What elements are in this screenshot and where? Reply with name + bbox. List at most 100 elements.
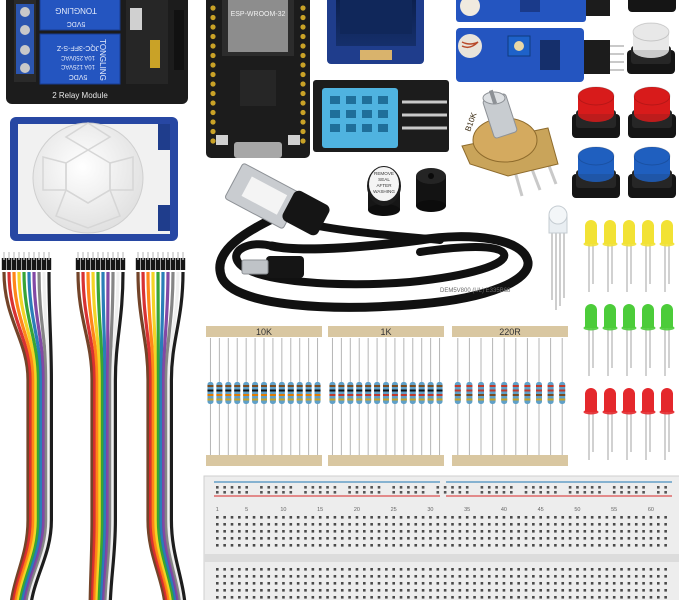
breadboard-column-number: 20 [354, 507, 360, 513]
breadboard-column-number: 10 [280, 507, 286, 513]
tactile-button [628, 86, 676, 138]
relay-2-model: JQC-3FF-S-Z [56, 44, 99, 51]
tactile-button [628, 146, 676, 198]
resistor [269, 338, 276, 455]
breadboard-column-number: 50 [574, 507, 580, 513]
relay-2: JQC-3FF-S-Z 10A 250VAC 10A 125VAC 5VDC T… [39, 33, 121, 85]
relay-2-voltage: 5VDC [69, 73, 88, 80]
resistor-strips: 10K 1K 220R [206, 326, 568, 466]
resistor [216, 338, 223, 455]
resistor [278, 338, 285, 455]
resistor-strip: 220R [452, 326, 568, 466]
photoresistor-module [456, 28, 624, 82]
resistor [234, 338, 241, 455]
breadboard-column-number: 35 [464, 507, 470, 513]
led-red [621, 388, 637, 460]
resistor [418, 338, 425, 455]
resistor [478, 338, 484, 455]
resistor [374, 338, 381, 455]
led-array [583, 220, 675, 460]
buzzer-sticker-line-1: REMOVE [374, 171, 394, 176]
dht11-sensor [313, 80, 449, 152]
active-buzzer: REMOVE SEAL AFTER WASHING [367, 166, 401, 216]
resistor-strip-label: 220R [499, 327, 521, 337]
resistor-strip-label: 10K [256, 327, 272, 337]
breadboard-column-number: 1 [216, 507, 219, 513]
relay-2-rating-2: 10A 125VAC [60, 63, 95, 69]
resistor [314, 338, 321, 455]
resistor [365, 338, 372, 455]
resistor [454, 338, 461, 455]
buzzer-sticker-line-4: WASHING [373, 189, 395, 194]
esp32-module-label: ESP-WROOM-32 [231, 11, 286, 18]
tactile-button [628, 0, 676, 12]
breadboard-column-number: 30 [427, 507, 433, 513]
resistor [338, 338, 345, 455]
passive-buzzer [416, 168, 446, 212]
jumper-wire-bundle [75, 252, 126, 600]
tactile-button [627, 22, 675, 74]
resistor [536, 338, 542, 455]
resistor [347, 338, 354, 455]
tactile-button [572, 146, 620, 198]
led-red [583, 388, 599, 460]
led-yellow [659, 220, 675, 292]
tactile-buttons [572, 0, 676, 198]
led-green [640, 304, 656, 376]
relay-module-title: 2 Relay Module [52, 91, 108, 100]
resistor [501, 338, 508, 455]
breadboard-column-number: 25 [391, 507, 397, 513]
resistor-strip: 10K [206, 326, 322, 466]
jumper-wire-bundles [1, 252, 187, 600]
oled-display [327, 0, 424, 64]
led-green [621, 304, 637, 376]
relay-2-rating-1: 10A 250VAC [60, 54, 95, 60]
buzzer-sticker-line-2: SEAL [378, 177, 390, 182]
breadboard-column-number: 45 [538, 507, 544, 513]
resistor [409, 338, 416, 455]
resistor [261, 338, 267, 455]
resistor-strip-label: 1K [380, 327, 391, 337]
resistor [512, 338, 519, 455]
led-red [602, 388, 618, 460]
led-green [602, 304, 618, 376]
jumper-wire-bundle [1, 252, 53, 600]
relay-1-brand: TONGLING [55, 6, 97, 15]
cable-print: DEM5V800 (UL) E335B68 [440, 288, 511, 294]
relay-module: TONGLING 5VDC JQC-3FF-S-Z 10A 250VAC 10A… [6, 0, 188, 104]
esp32-board: ESP-WROOM-32 [206, 0, 310, 158]
resistor [427, 338, 434, 455]
resistor [252, 338, 259, 455]
breadboard-column-number: 40 [501, 507, 507, 513]
relay-1-voltage: 5VDC [67, 20, 86, 27]
led-green [659, 304, 675, 376]
resistor [296, 338, 303, 455]
resistor [383, 338, 389, 455]
tactile-button [572, 86, 620, 138]
potentiometer: B10K [461, 89, 559, 197]
relay-1: TONGLING 5VDC [39, 0, 121, 31]
rgb-led [548, 205, 568, 310]
light-sensor-module [456, 0, 610, 22]
relay-screw-terminals [16, 4, 34, 74]
resistor [329, 338, 336, 455]
breadboard-column-number: 55 [611, 507, 617, 513]
resistor [391, 338, 398, 455]
led-green [583, 304, 599, 376]
esp32-pin-header-left [210, 5, 216, 144]
pir-motion-sensor [10, 117, 178, 241]
resistor [356, 338, 363, 455]
resistor [225, 338, 232, 455]
led-yellow [583, 220, 599, 292]
esp32-pin-header-right [300, 5, 306, 144]
resistor [287, 338, 294, 455]
resistor [559, 338, 566, 455]
usb-a-connector [225, 163, 330, 236]
resistor [400, 338, 407, 455]
led-yellow [602, 220, 618, 292]
breadboard-column-number: 60 [648, 507, 654, 513]
resistor [436, 338, 443, 455]
